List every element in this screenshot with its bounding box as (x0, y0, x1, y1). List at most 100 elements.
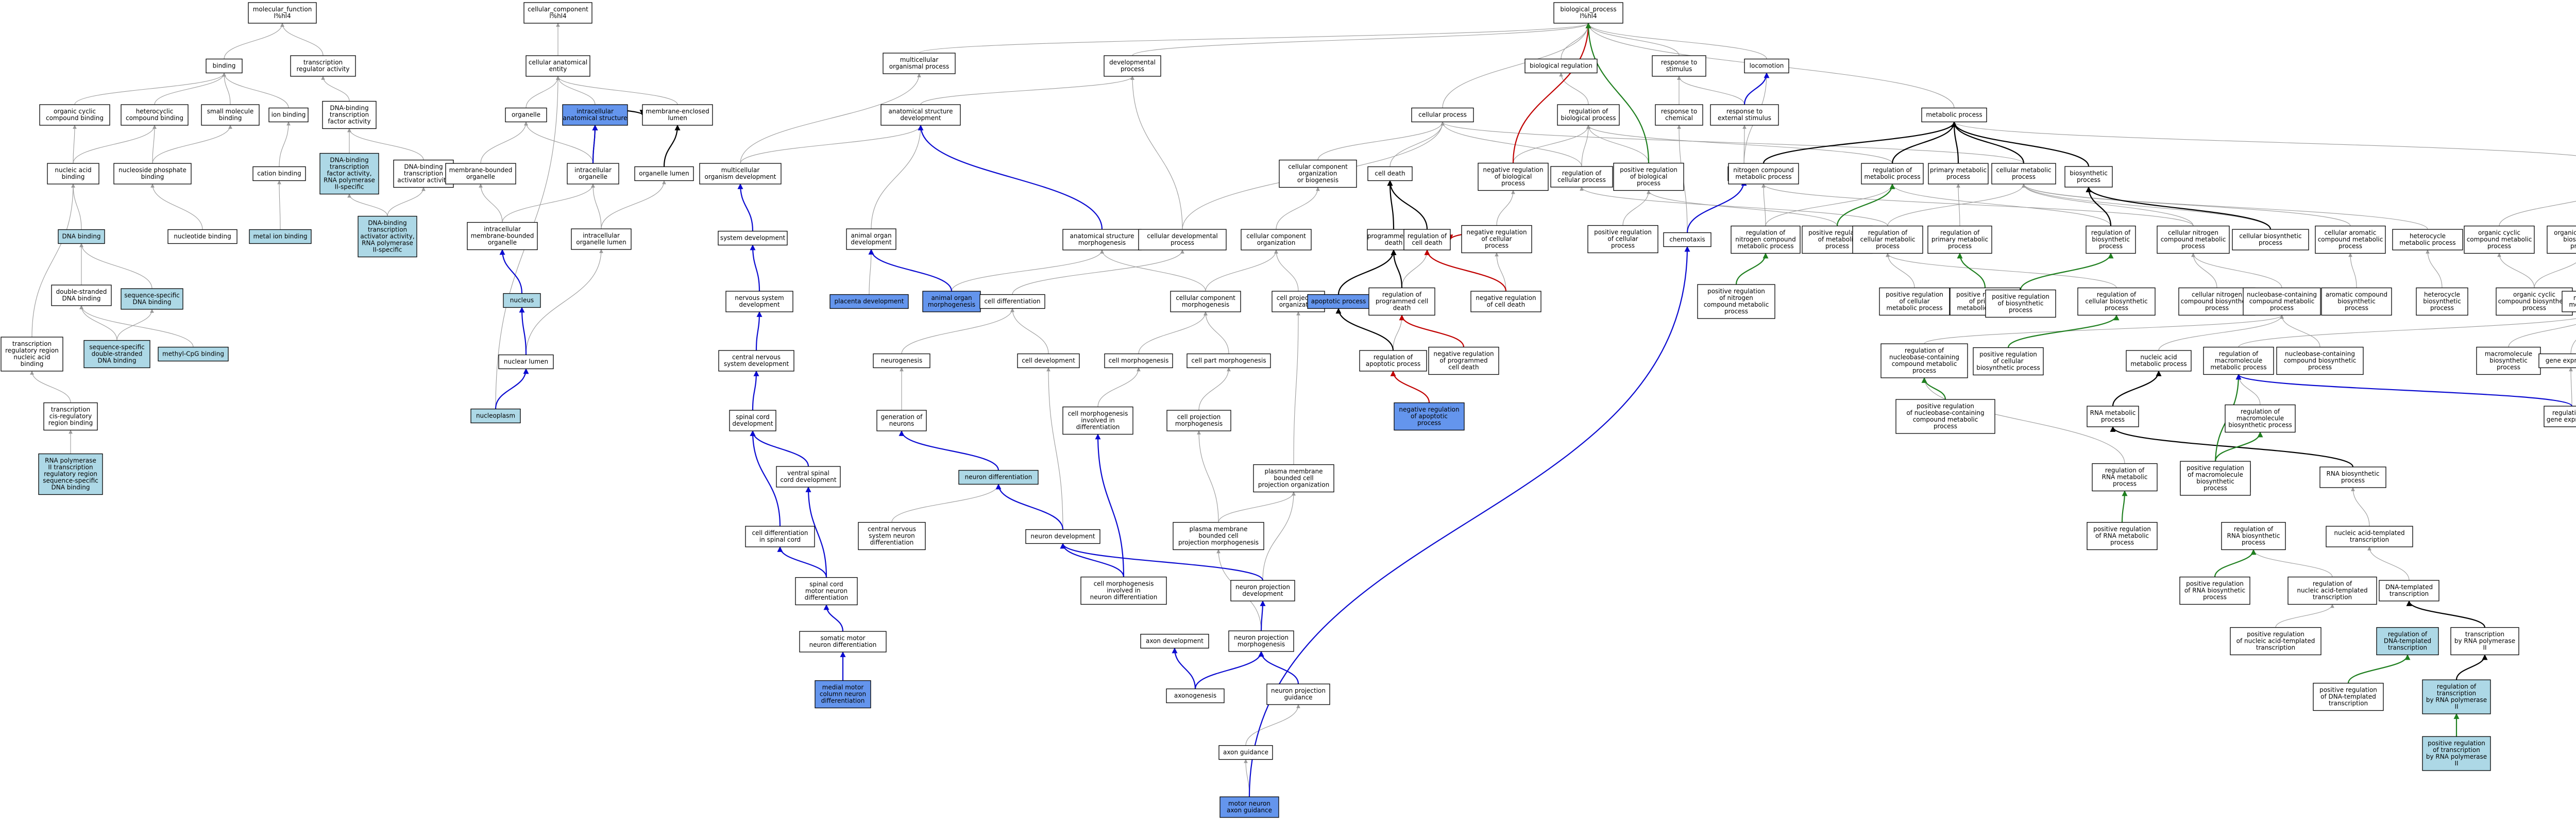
go-term-rge[interactable]: regulation ofgene expression (2544, 406, 2576, 427)
go-term-ol[interactable]: organelle lumen (634, 166, 694, 181)
go-term-organelle[interactable]: organelle (505, 107, 547, 123)
go-term-celldiff[interactable]: cell differentiation (979, 294, 1045, 309)
go-term-catb[interactable]: cation binding (252, 166, 306, 181)
go-term-metp[interactable]: metabolic process (1921, 107, 1987, 123)
go-term-nucleus[interactable]: nucleus (503, 293, 541, 308)
go-term-loco[interactable]: locomotion (1744, 58, 1789, 74)
go-term-cpartm[interactable]: cell part morphogenesis (1187, 353, 1271, 369)
go-term-chemo[interactable]: chemotaxis (1663, 232, 1711, 247)
go-term-dnab[interactable]: DNA binding (58, 229, 105, 244)
go-term-gexp[interactable]: gene expression (2538, 353, 2576, 369)
go-term-osbp[interactable]: organic substancebiosyntheticprocess (2547, 225, 2576, 254)
go-term-ndiff[interactable]: neuron differentiation (958, 470, 1039, 485)
go-term-mcpg[interactable]: methyl-CpG binding (158, 346, 229, 362)
go-term-cd[interactable]: cell death (1367, 166, 1413, 181)
go-term-celldev[interactable]: cell development (1017, 353, 1080, 369)
go-term-mib[interactable]: metal ion binding (249, 229, 312, 244)
go-term-binding[interactable]: binding (206, 58, 243, 74)
go-term-ntb[interactable]: nucleotide binding (167, 229, 238, 244)
go-term-axono[interactable]: axonogenesis (1166, 688, 1225, 704)
go-term-cellmorph[interactable]: cell morphogenesis (1104, 353, 1173, 369)
go-term-axg[interactable]: axon guidance (1218, 745, 1273, 760)
go-term-ndev[interactable]: neuron development (1025, 529, 1100, 544)
